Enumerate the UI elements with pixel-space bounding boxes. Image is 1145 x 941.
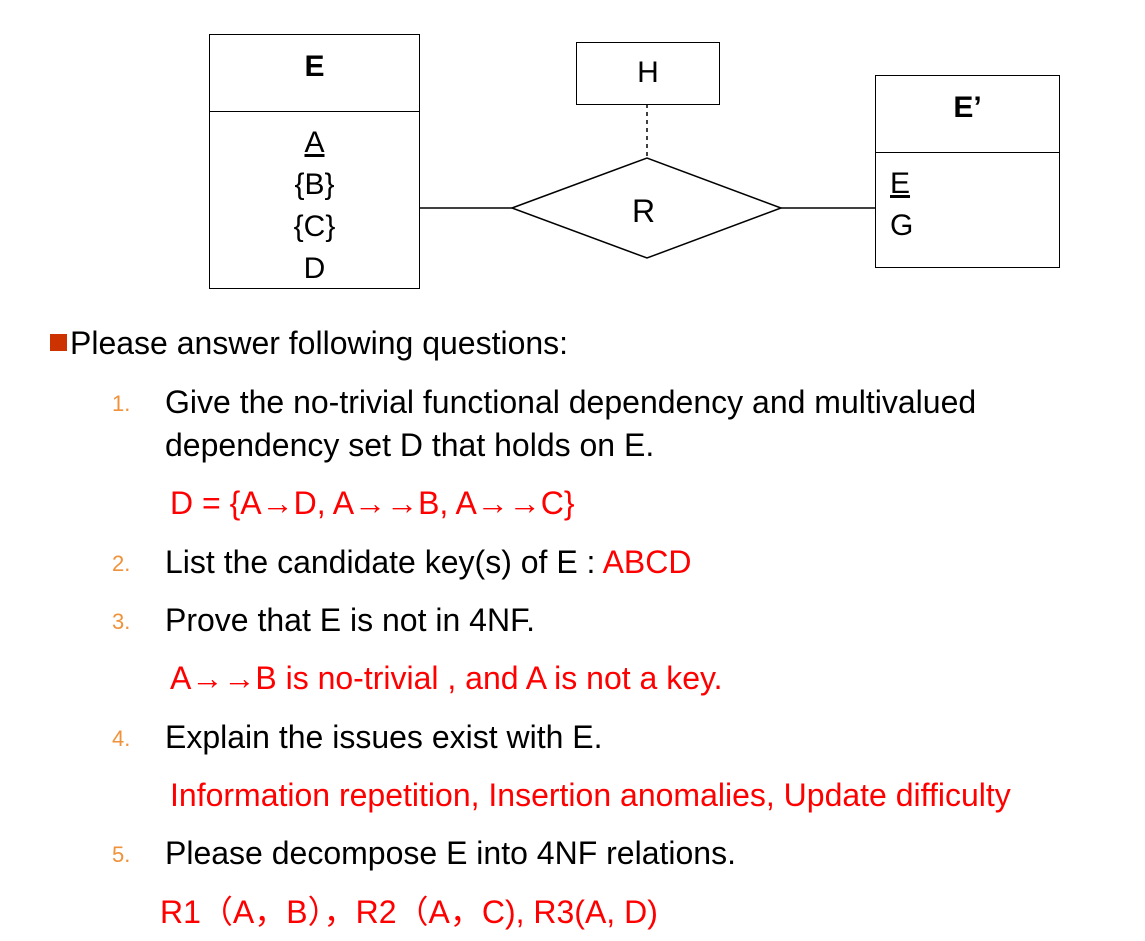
entity-e-attr-key: A	[304, 126, 325, 159]
intro-text: Please answer following questions:	[70, 325, 569, 361]
entity-e: E A {B} {C} D	[209, 34, 420, 289]
question-text: dependency set D that holds on E.	[165, 427, 655, 463]
question-number: 5.	[112, 842, 131, 867]
relationship-attribute-h: H	[576, 42, 720, 105]
question-number: 4.	[112, 726, 131, 751]
question-text: Prove that E is not in 4NF.	[165, 602, 535, 638]
question-text-label: List the candidate key(s) of E :	[165, 544, 596, 580]
question-text: Please decompose E into 4NF relations.	[165, 835, 736, 871]
relationship-diamond	[509, 157, 784, 259]
question-text: List the candidate key(s) of E : ABCD	[165, 542, 691, 582]
answer-text: D = {A→D, A→→B, A→→C}	[170, 485, 575, 521]
entity-e-attr: {B}	[294, 168, 335, 201]
answer-text: Information repetition, Insertion anomal…	[170, 777, 1011, 813]
entity-e-prime-name: E’	[876, 76, 1059, 153]
answer-text: ABCD	[602, 544, 692, 580]
answer-text: R1（A，B），R2（A，C), R3(A, D)	[160, 894, 658, 930]
entity-e-attr: D	[303, 252, 326, 285]
question-number: 1.	[112, 391, 131, 416]
entity-e-prime-attr-key: E	[890, 167, 911, 200]
question-number: 2.	[112, 551, 131, 576]
entity-e-prime-attr: G	[890, 209, 914, 242]
question-text: Explain the issues exist with E.	[165, 719, 603, 755]
question-number: 3.	[112, 609, 131, 634]
question-text: Give the no-trivial functional dependenc…	[165, 384, 977, 420]
er-connectors	[419, 104, 875, 259]
answer-text: A→→B is no-trivial , and A is not a key.	[170, 660, 723, 696]
entity-e-attr: {C}	[293, 210, 336, 243]
relationship-name: R	[632, 193, 656, 229]
entity-e-name: E	[210, 35, 419, 112]
bullet-square-icon	[50, 334, 67, 351]
entity-e-prime: E’ E G	[875, 75, 1060, 268]
